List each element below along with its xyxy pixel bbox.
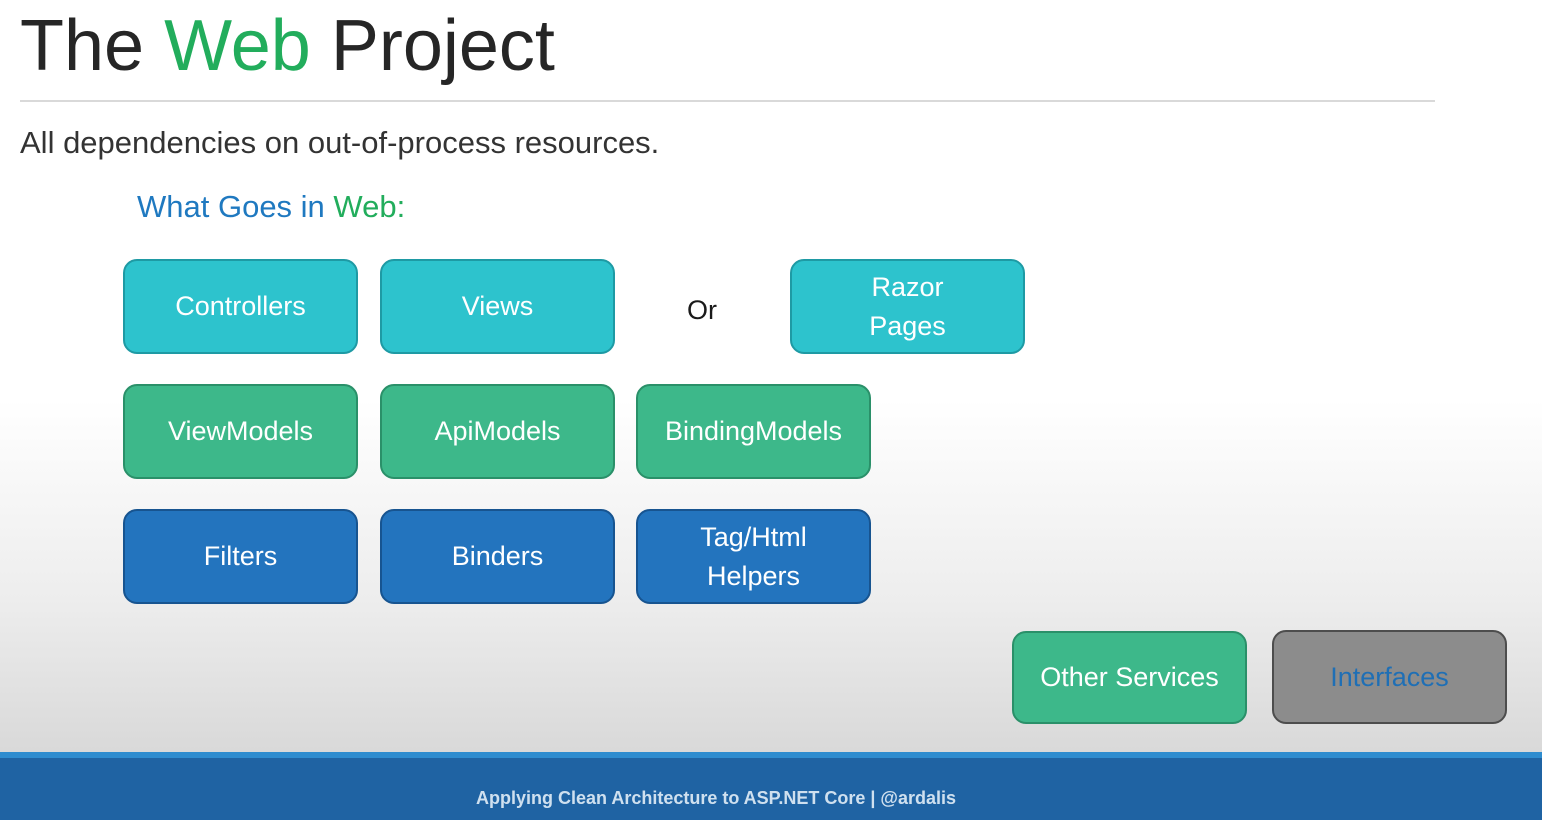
viewmodels-label: ViewModels — [167, 416, 314, 446]
views-box[interactable]: Views — [380, 259, 615, 354]
razor-pages-label-line2: Pages — [869, 310, 946, 341]
or-label: Or — [687, 295, 717, 325]
filters-label: Filters — [203, 541, 278, 571]
section-heading: What Goes in Web: — [137, 187, 405, 227]
views-label: Views — [461, 291, 534, 321]
section-heading-accent: Web: — [333, 189, 406, 224]
binders-box[interactable]: Binders — [380, 509, 615, 604]
interfaces-box[interactable]: Interfaces — [1272, 630, 1507, 724]
tag-html-helpers-label-line1: Tag/Html — [700, 521, 807, 552]
controllers-box[interactable]: Controllers — [123, 259, 358, 354]
tag-html-helpers-box[interactable]: Tag/Html Helpers — [636, 509, 871, 604]
controllers-label: Controllers — [175, 291, 306, 321]
binders-label: Binders — [451, 541, 544, 571]
title-accent: Web — [164, 6, 311, 86]
razor-pages-box[interactable]: Razor Pages — [790, 259, 1025, 354]
title-part2: Project — [310, 6, 555, 86]
tag-html-helpers-label-line2: Helpers — [706, 560, 801, 591]
other-services-label: Other Services — [1040, 662, 1219, 692]
apimodels-label: ApiModels — [434, 416, 561, 446]
razor-pages-label-line1: Razor — [871, 271, 944, 302]
footer-bar — [0, 752, 1542, 820]
title-part1: The — [20, 6, 165, 86]
bindingmodels-box[interactable]: BindingModels — [636, 384, 871, 479]
title-divider — [20, 100, 1435, 102]
section-heading-part1: What Goes in — [137, 189, 334, 224]
filters-box[interactable]: Filters — [123, 509, 358, 604]
slide-title: The Web Project — [20, 4, 555, 88]
interfaces-label: Interfaces — [1330, 661, 1449, 692]
viewmodels-box[interactable]: ViewModels — [123, 384, 358, 479]
bindingmodels-label: BindingModels — [664, 416, 843, 446]
apimodels-box[interactable]: ApiModels — [380, 384, 615, 479]
slide-subtitle: All dependencies on out-of-process resou… — [20, 125, 660, 160]
footer-text: Applying Clean Architecture to ASP.NET C… — [475, 788, 957, 808]
other-services-box[interactable]: Other Services — [1012, 631, 1247, 724]
